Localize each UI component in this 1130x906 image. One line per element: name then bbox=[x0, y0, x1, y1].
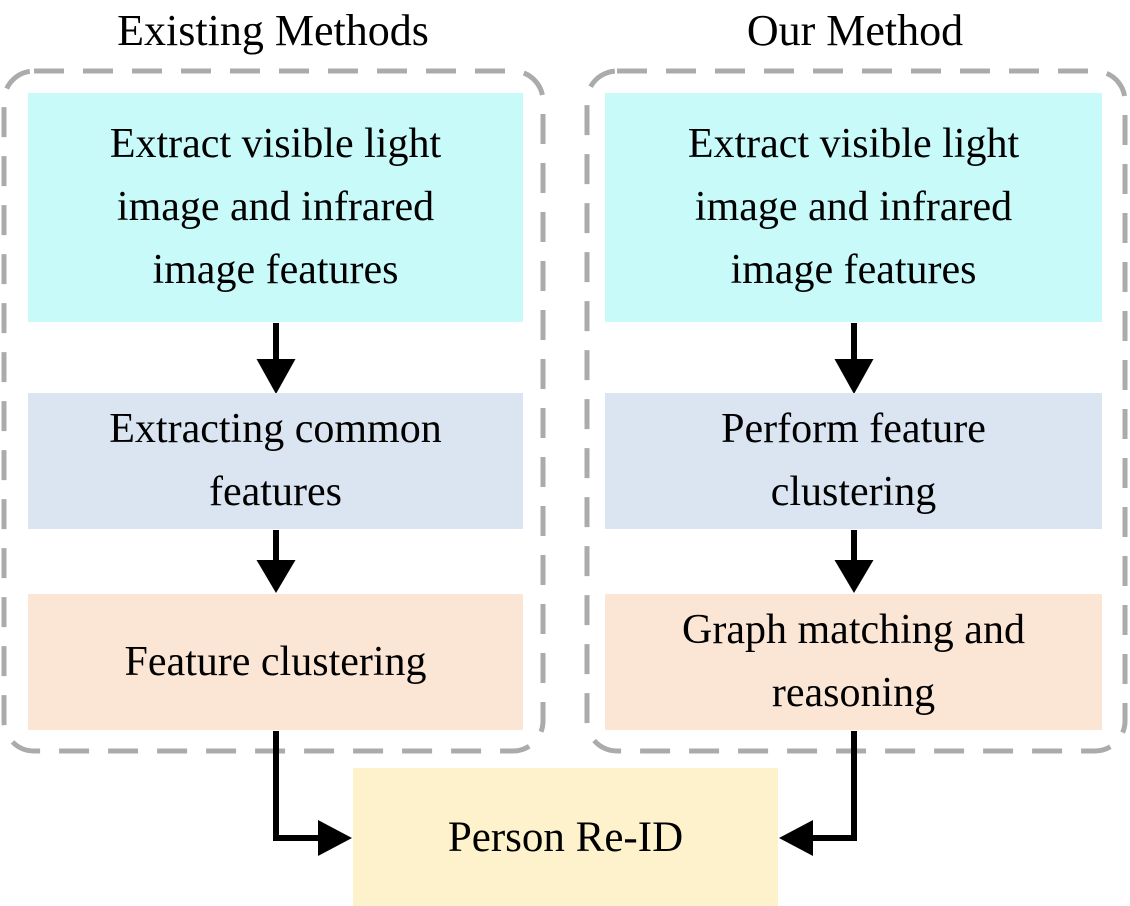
box-text-line: Extracting common bbox=[109, 406, 442, 452]
box-text-line: Extract visible light bbox=[109, 121, 442, 167]
box-text-line: image features bbox=[730, 247, 977, 293]
our-extract-features-box: Extract visible light image and infrared… bbox=[605, 93, 1102, 322]
box-text-line: Graph matching and bbox=[682, 607, 1025, 653]
box-text-line: reasoning bbox=[771, 670, 936, 716]
existing-common-features-box: Extracting common features bbox=[28, 393, 523, 529]
existing-methods-title: Existing Methods bbox=[117, 6, 429, 55]
box-text-line: features bbox=[209, 469, 342, 515]
box-text-line: Perform feature bbox=[721, 406, 986, 452]
our-graph-matching-box: Graph matching and reasoning bbox=[605, 594, 1102, 730]
arrow-existing-step2-to-step3 bbox=[256, 530, 296, 593]
person-reid-box: Person Re-ID bbox=[353, 768, 778, 906]
box-text-line: image and infrared bbox=[694, 184, 1013, 230]
box-text-line: clustering bbox=[770, 469, 937, 515]
arrow-our-method-to-person-reid bbox=[779, 731, 857, 856]
our-perform-clustering-box: Perform feature clustering bbox=[605, 393, 1102, 529]
arrow-existing-step1-to-step2 bbox=[256, 323, 296, 394]
person-reid-label: Person Re-ID bbox=[447, 813, 684, 861]
arrow-our-step1-to-step2 bbox=[834, 323, 874, 394]
existing-extract-features-box: Extract visible light image and infrared… bbox=[28, 93, 523, 322]
our-method-title: Our Method bbox=[746, 6, 964, 55]
arrow-our-step2-to-step3 bbox=[834, 530, 874, 593]
box-text-line: Extract visible light bbox=[687, 121, 1020, 167]
box-text-line: image and infrared bbox=[116, 184, 435, 230]
box-text-line: Feature clustering bbox=[124, 638, 427, 685]
arrow-existing-to-person-reid bbox=[273, 731, 352, 856]
existing-feature-clustering-box: Feature clustering bbox=[28, 594, 523, 730]
box-text-line: image features bbox=[152, 247, 399, 293]
